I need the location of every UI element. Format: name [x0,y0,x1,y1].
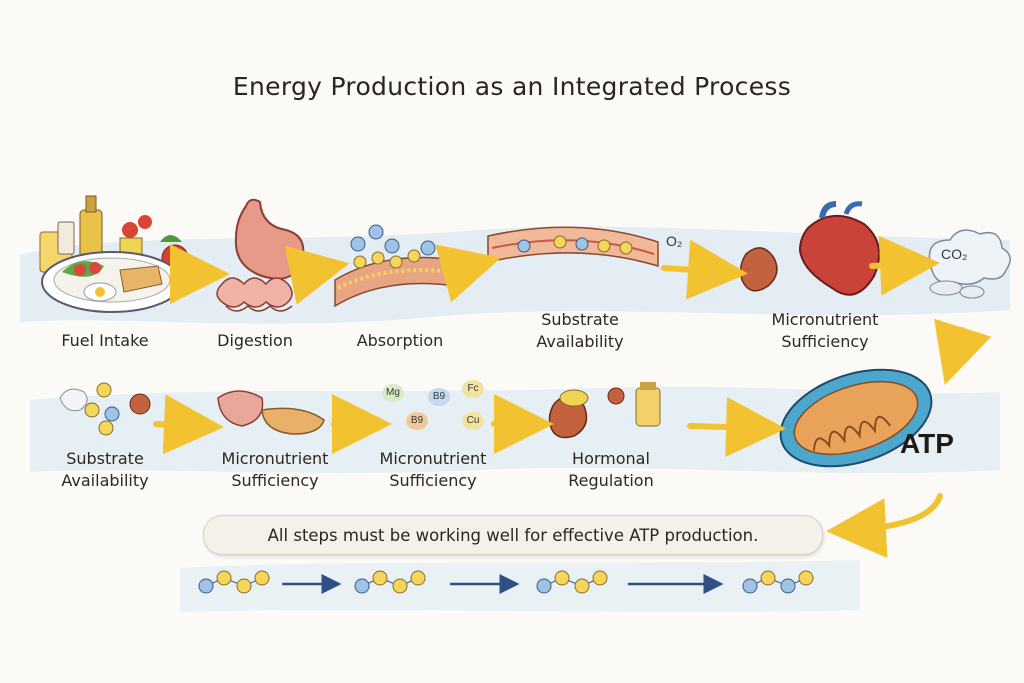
arrow-6 [153,394,224,455]
arrow-down [934,318,992,385]
watercolor-wash-row3 [180,560,860,612]
arrow-return [826,493,943,559]
step-label-digestion: Digestion [217,331,293,350]
organs-illustration [739,201,881,296]
mineral-badge-cu: Cu [462,412,484,430]
arrow-4 [661,239,748,300]
mineral-badge-mg: Mg [382,384,404,402]
fuel-intake-illustration [39,195,189,313]
page-title: Energy Production as an Integrated Proce… [232,72,792,101]
arrow-2 [284,245,350,305]
atp-label: ATP [900,428,954,459]
step-label-micronutrient-sufficiency-3: Micronutrient Sufficiency [379,449,487,490]
row2-glands-illustration [217,390,325,435]
summary-banner: All steps must be working well for effec… [203,515,823,555]
row2-substrate-illustration [59,382,151,436]
arrow-3 [435,244,502,303]
mitochondrion-illustration [779,368,933,468]
row2-organs-illustration [548,382,661,439]
blood-vessel-illustration [487,226,659,268]
step-label-micronutrient-sufficiency-2: Micronutrient Sufficiency [221,449,329,490]
arrow-9 [687,397,786,457]
step-label-fuel-intake: Fuel Intake [61,331,149,350]
step-label-hormonal-regulation: Hormonal Regulation [568,449,654,490]
mineral-badge-b9-orange: B9 [406,412,428,430]
molecule-chains [198,570,814,594]
mineral-badge-b9-blue: B9 [428,388,450,406]
step-label-substrate-availability-2: Substrate Availability [61,449,149,490]
step-label-substrate-availability-1: Substrate Availability [536,310,624,351]
arrow-5 [869,235,940,296]
summary-banner-text: All steps must be working well for effec… [267,525,759,545]
o2-label: O₂ [666,233,683,249]
step-label-absorption: Absorption [356,331,444,350]
co2-label: CO₂ [941,246,968,262]
step-label-micronutrient-sufficiency-1: Micronutrient Sufficiency [771,310,879,351]
mineral-badge-fc: Fc [462,380,484,398]
